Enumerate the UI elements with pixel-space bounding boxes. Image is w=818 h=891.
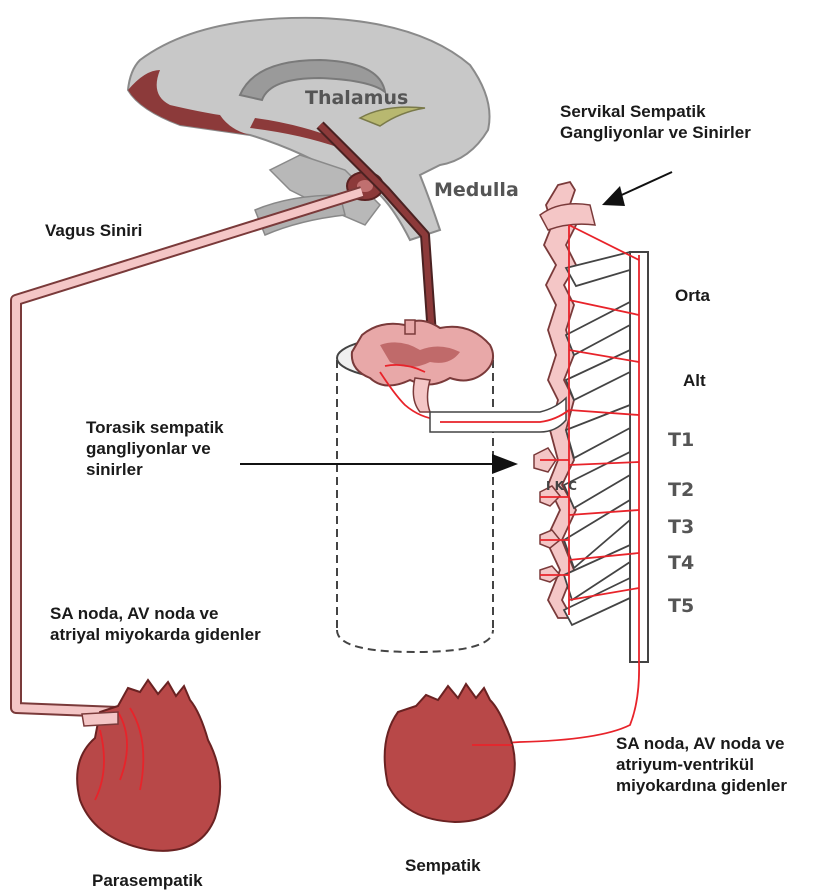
thalamus-label: Thalamus [305,87,408,109]
vagus-label: Vagus Siniri [45,220,142,241]
parasympathetic-targets-label: SA noda, AV noda ve atriyal miyokarda gi… [50,603,262,645]
sympathetic-heart [385,684,515,822]
level-t1-label: T1 [668,429,694,451]
spinal-mark-label: I K C [546,479,577,493]
parasympathetic-caption: Parasempatik [92,870,203,891]
thoracic-label: Torasik sempatik gangliyonlar ve sinirle… [86,417,241,480]
white-ramus [430,398,566,432]
level-alt-label: Alt [683,370,706,391]
level-t4-label: T4 [668,552,694,574]
level-orta-label: Orta [675,285,710,306]
thoracic-pointer-arrow [240,454,518,474]
sympathetic-caption: Sempatik [405,855,481,876]
cervical-label: Servikal Sempatik Gangliyonlar ve Sinirl… [560,101,800,143]
sympathetic-targets-label: SA noda, AV noda ve atriyum-ventrikül mi… [616,733,816,796]
medulla-label: Medulla [434,179,519,201]
level-t5-label: T5 [668,595,694,617]
cervical-pointer-arrow [602,172,672,206]
level-t2-label: T2 [668,479,694,501]
level-t3-label: T3 [668,516,694,538]
